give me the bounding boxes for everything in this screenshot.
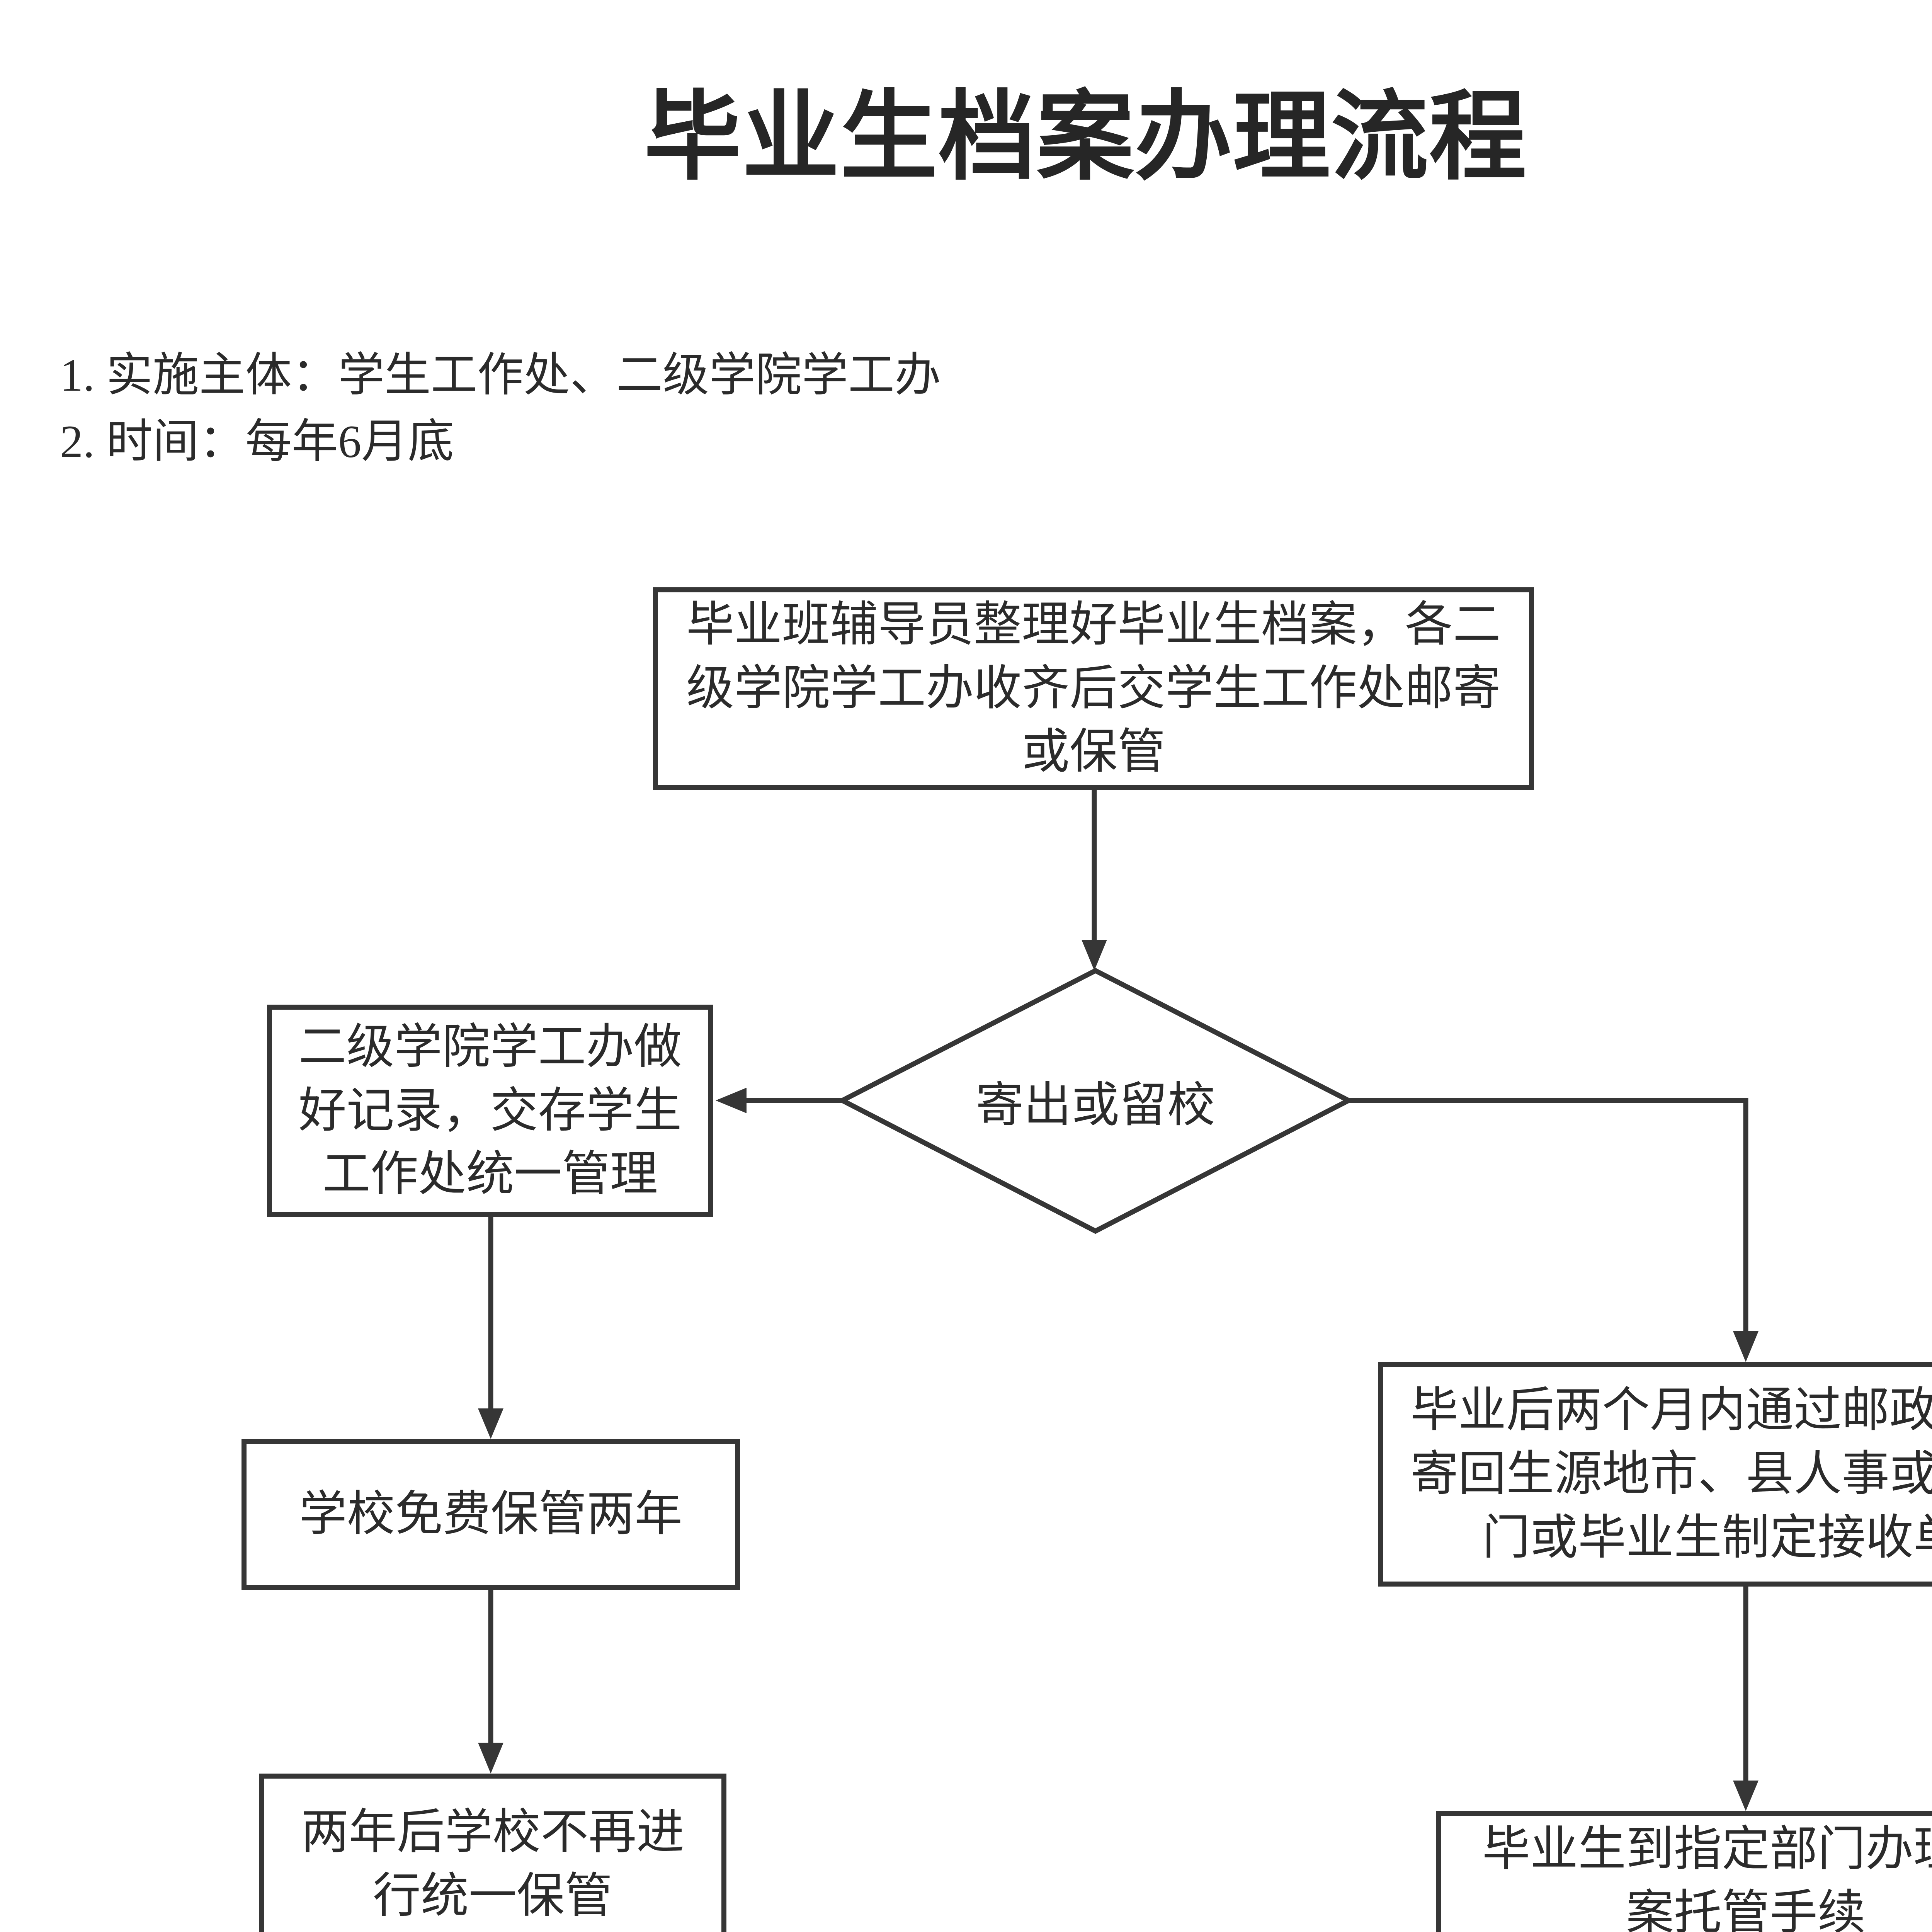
after-two-years-box: 两年后学校不再进 行统一保管 <box>259 1774 726 1932</box>
arrowhead-down-icon <box>1733 1781 1759 1811</box>
arrowhead-down-icon <box>478 1743 503 1774</box>
record-box: 二级学院学工办做 好记录，交存学生 工作处统一管理 <box>267 1005 713 1217</box>
notes-block: 1. 实施主体：学生工作处、二级学院学工办 2. 时间：每年6月底 <box>60 342 941 475</box>
start-box: 毕业班辅导员整理好毕业生档案，各二 级学院学工办收齐后交学生工作处邮寄 或保管 <box>653 587 1534 790</box>
arrowhead-down-icon <box>478 1408 503 1439</box>
arrowhead-down-icon <box>1733 1331 1759 1362</box>
decision-diamond-shape <box>837 968 1354 1234</box>
decision-diamond-label: 寄出或留校 <box>975 1079 1215 1132</box>
connector-decision-to-mail <box>1349 1098 1748 1332</box>
storage-box: 学校免费保管两年 <box>242 1439 740 1590</box>
time-note: 2. 时间：每年6月底 <box>60 416 454 467</box>
implementation-note: 1. 实施主体：学生工作处、二级学院学工办 <box>60 349 941 401</box>
mail-box: 毕业后两个月内通过邮政部门邮 寄回生源地市、县人事或社保部 门或毕业生制定接收单… <box>1378 1362 1932 1587</box>
trusteeship-box: 毕业生到指定部门办理档 案托管手续 <box>1436 1811 1932 1932</box>
page-title: 毕业生档案办理流程 <box>644 83 1527 192</box>
arrowhead-left-icon <box>716 1088 747 1113</box>
arrowhead-down-icon <box>1082 940 1107 971</box>
